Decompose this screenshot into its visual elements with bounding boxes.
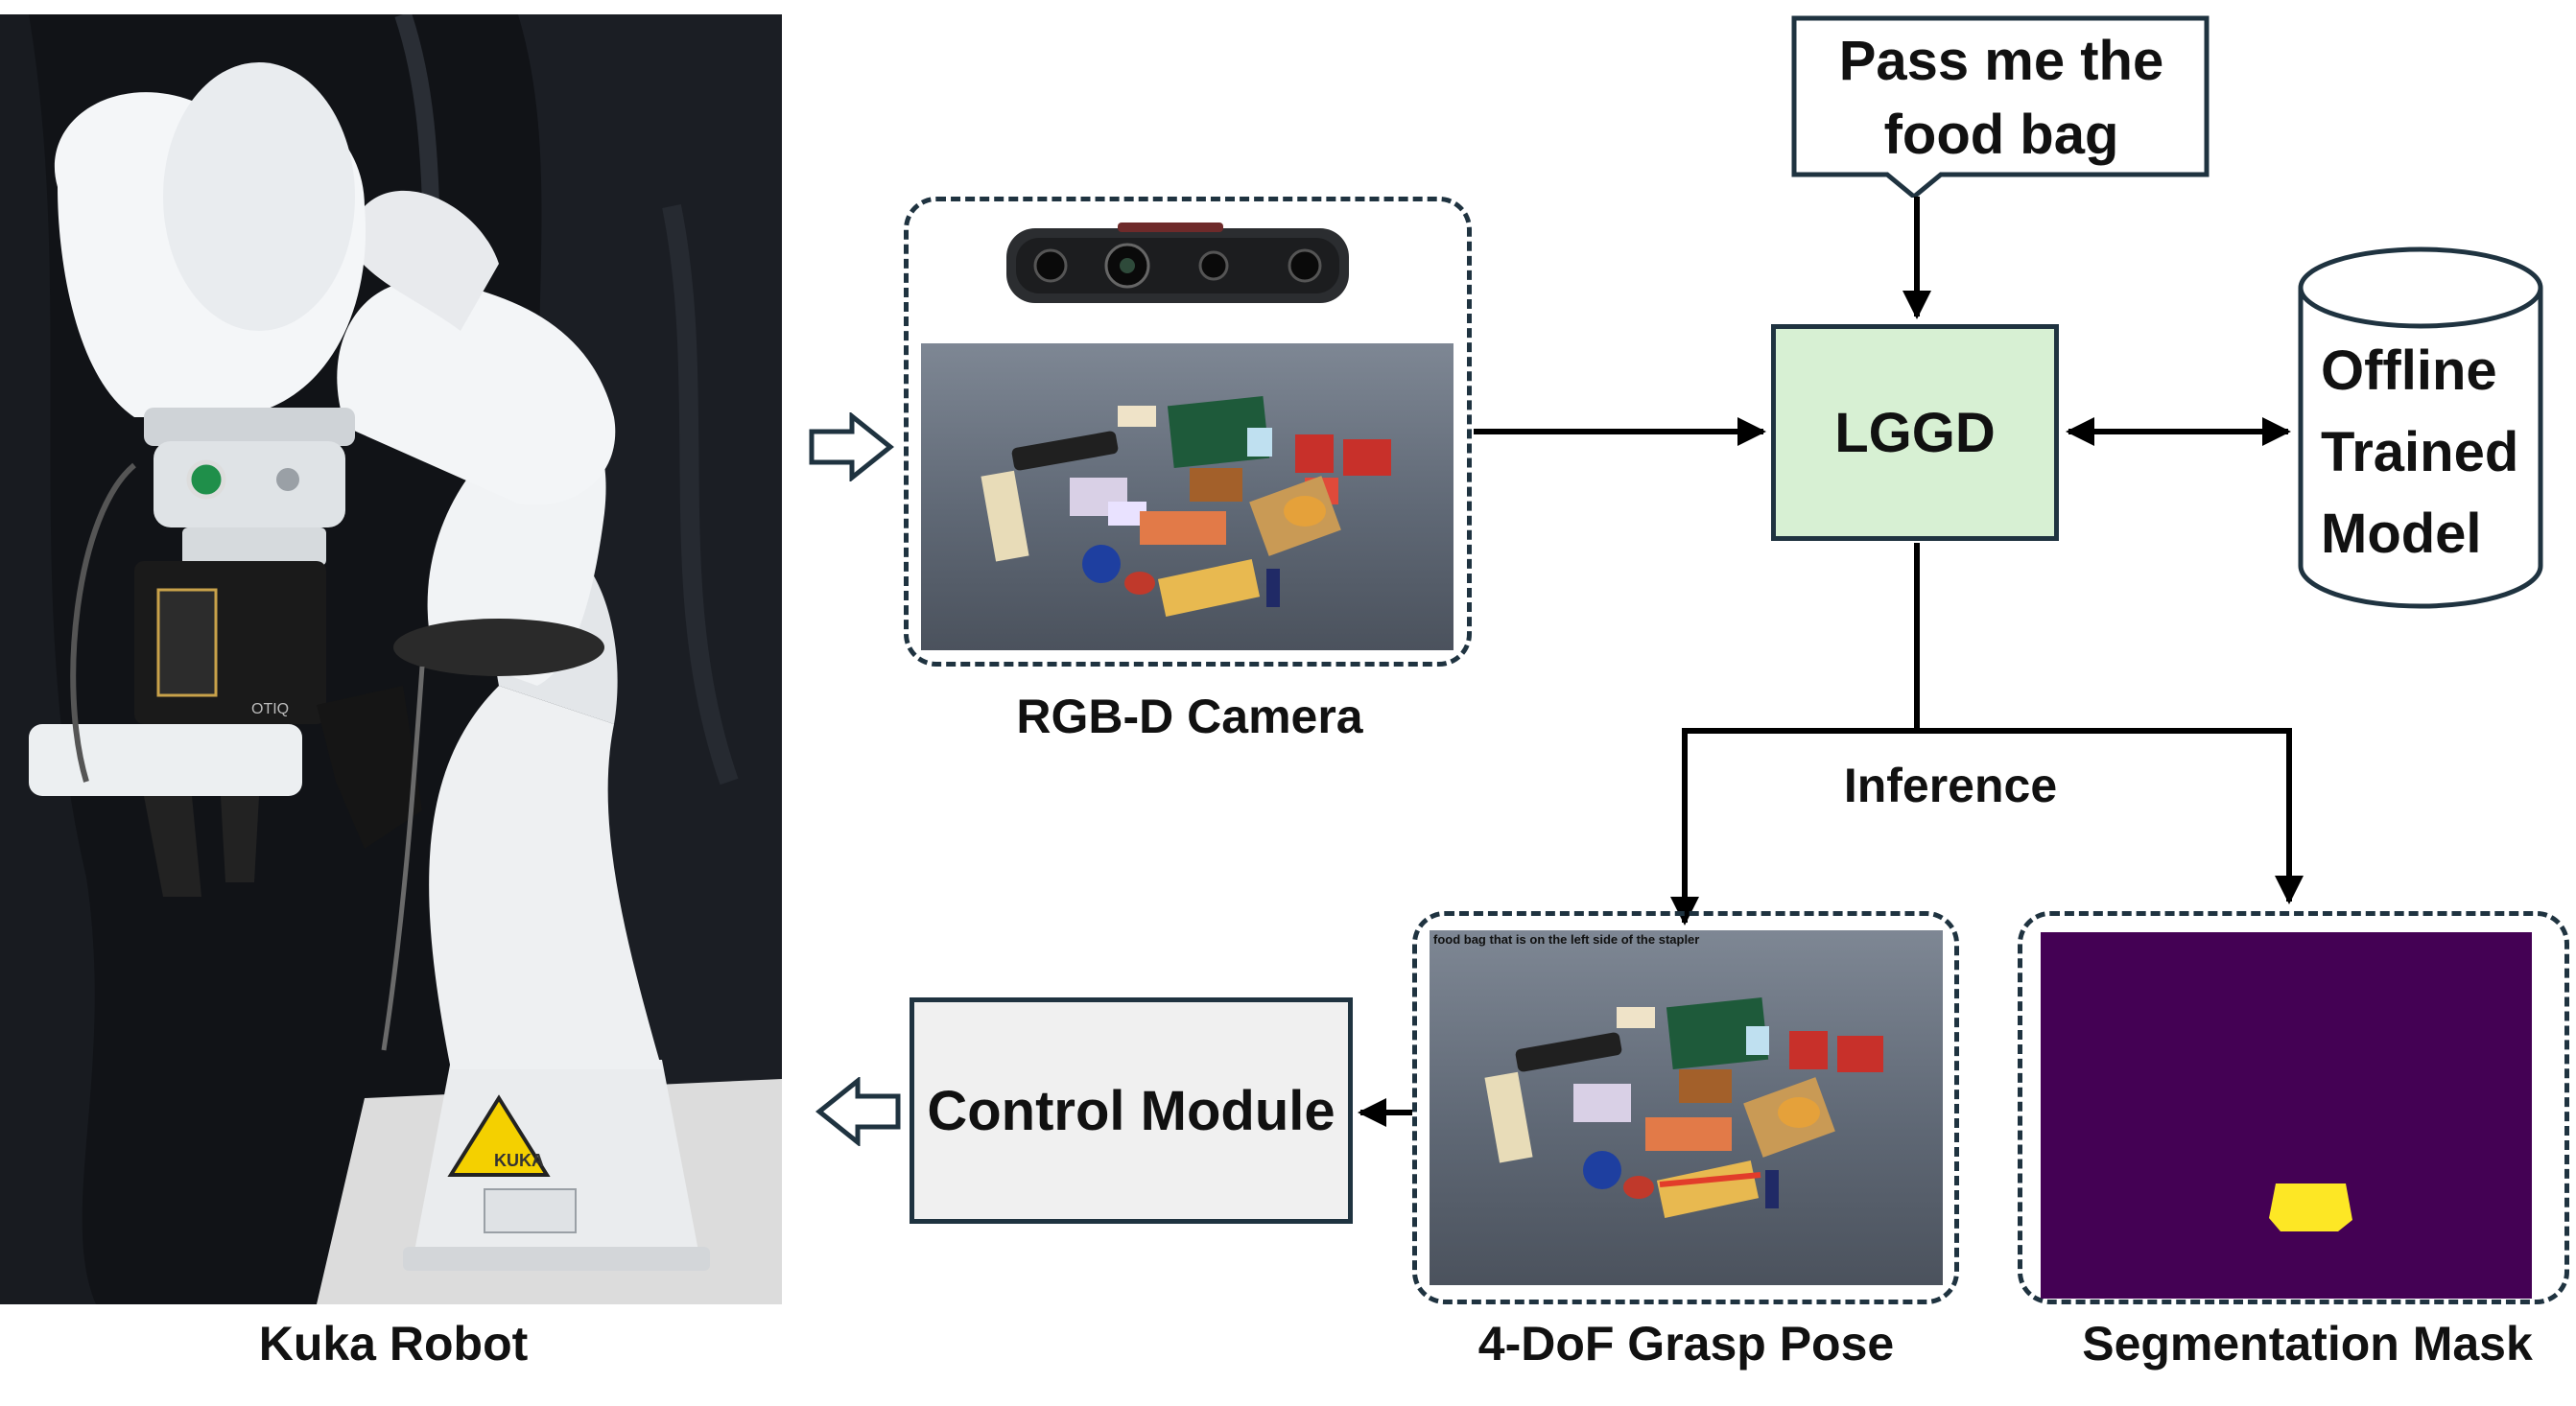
rgbd-camera-panel: [904, 197, 1472, 667]
hollow-arrow-right-icon: [809, 412, 894, 481]
instruction-line-2: food bag: [1883, 104, 2119, 166]
grasp-pose-panel: [1412, 911, 1959, 1304]
rgb-scene-image: [921, 343, 1453, 650]
offline-model-line-2: Trained: [2321, 421, 2519, 483]
kuka-robot-caption: Kuka Robot: [258, 1317, 529, 1371]
control-module-label: Control Module: [927, 1079, 1335, 1142]
kuka-logo-text: KUKA: [494, 1151, 544, 1170]
grasp-pose-caption: 4-DoF Grasp Pose: [1477, 1317, 1895, 1371]
grasp-scene-image: food bag that is on the left side of the…: [1430, 930, 1943, 1285]
instruction-line-1: Pass me the: [1838, 30, 2164, 92]
object-pile-illustration: [981, 395, 1391, 617]
control-module-box: Control Module: [910, 997, 1353, 1224]
lggd-box: LGGD: [1771, 324, 2059, 541]
instruction-speech-bubble: [1791, 15, 2210, 198]
mask-object-shape: [2269, 1183, 2352, 1231]
camera-device-icon: [1006, 223, 1349, 303]
offline-model-line-3: Model: [2321, 503, 2482, 565]
inference-label: Inference: [1843, 759, 2058, 812]
segmentation-mask-panel: [2018, 911, 2569, 1304]
lggd-label: LGGD: [1834, 401, 1996, 464]
gripper-brand-text: OTIQ: [251, 701, 290, 717]
offline-model-line-1: Offline: [2321, 340, 2497, 402]
kuka-robot-photo: KUKA OTIQ: [0, 14, 782, 1304]
rgbd-camera-caption: RGB-D Camera: [1016, 690, 1363, 743]
robot-illustration: [0, 14, 782, 1304]
segmentation-mask-image: [2041, 932, 2532, 1299]
grasp-overlay-text: food bag that is on the left side of the…: [1433, 932, 1700, 947]
hollow-arrow-left-icon: [815, 1077, 901, 1146]
grasp-object-pile-illustration: [1484, 996, 1883, 1218]
offline-model-database-icon: [2298, 246, 2543, 609]
segmentation-mask-caption: Segmentation Mask: [2082, 1317, 2533, 1371]
